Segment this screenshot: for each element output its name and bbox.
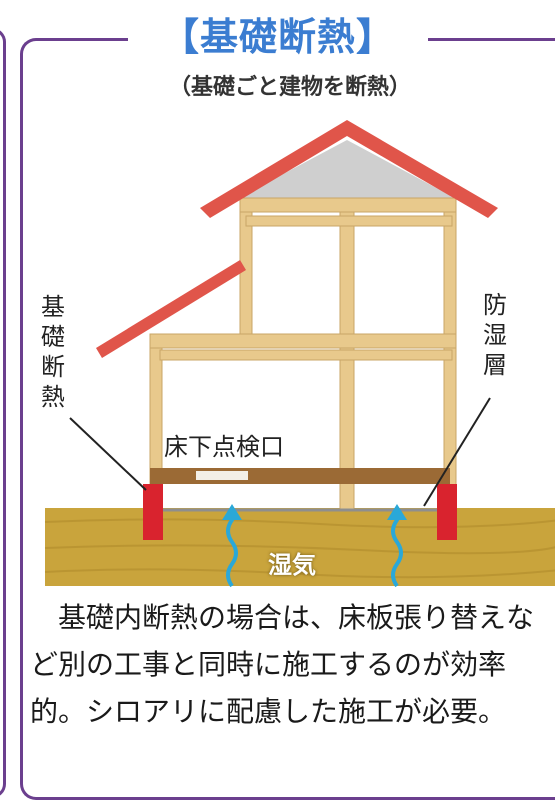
description-text: 基礎内断熱の場合は、床板張り替えなど別の工事と同時に施工するのが効率的。シロアリ… — [30, 601, 535, 728]
moisture-arrow-left — [222, 504, 242, 588]
moisture-arrow-right — [387, 504, 407, 588]
beam-top — [239, 197, 457, 213]
beam-upper — [245, 215, 453, 227]
inspection-hatch — [196, 471, 248, 480]
label-moisture: 湿気 — [268, 551, 316, 579]
label-inspection-hatch: 床下点検口 — [164, 433, 284, 461]
insulation-right — [437, 484, 457, 540]
timber-frame — [149, 197, 457, 511]
title-background — [128, 8, 428, 74]
panel-title: 【基礎断熱】 — [160, 15, 395, 59]
lower-roof — [96, 260, 246, 358]
leader-line-insulation — [69, 417, 147, 491]
beam-middle-sub — [159, 349, 453, 361]
first-floor-beam — [150, 468, 450, 484]
attic-gable — [238, 140, 455, 198]
ground-texture — [44, 518, 555, 579]
label-moisture-barrier: 防湿層 — [483, 291, 507, 379]
beam-middle — [149, 333, 457, 349]
panel-subtitle: （基礎ごと建物を断熱） — [168, 75, 411, 100]
insulation-left — [143, 484, 163, 540]
house-diagram — [44, 120, 555, 588]
leader-line-barrier — [423, 397, 491, 507]
label-foundation-insulation: 基礎断熱 — [41, 293, 65, 411]
